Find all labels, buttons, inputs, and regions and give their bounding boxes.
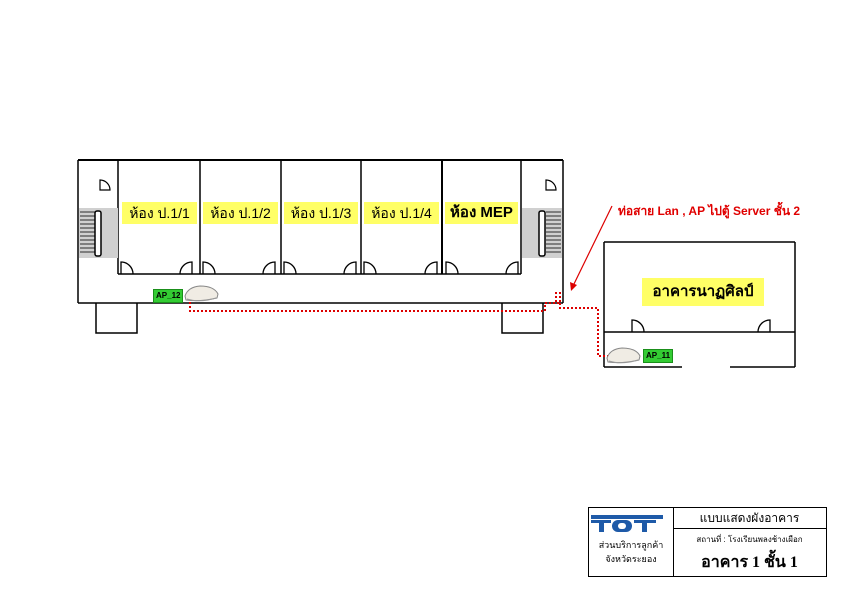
second-building xyxy=(603,241,796,368)
building-label-natasilp: อาคารนาฏศิลป์ xyxy=(642,278,764,306)
stairs-left xyxy=(79,179,118,258)
org-line-2: จังหวัดระยอง xyxy=(605,554,657,564)
title-block-header: แบบแสดงผังอาคาร xyxy=(673,508,826,529)
room-label-p1-3: ห้อง ป.1/3 xyxy=(284,202,358,224)
room-label-p1-4: ห้อง ป.1/4 xyxy=(364,202,439,224)
ap-tag-12: AP_12 xyxy=(153,289,184,303)
room-label-mep: ห้อง MEP xyxy=(445,202,518,224)
annotation-arrow xyxy=(570,205,613,291)
cable-annotation: ท่อสาย Lan , AP ไปตู้ Server ชั้น 2 xyxy=(618,204,801,218)
title-block-org: ส่วนบริการลูกค้า จังหวัดระยอง xyxy=(589,508,674,576)
room-label-p1-1: ห้อง ป.1/1 xyxy=(122,202,197,224)
main-building xyxy=(77,159,564,334)
lan-cable-route xyxy=(189,292,612,357)
stairs-right xyxy=(522,179,562,258)
room-label-p1-2: ห้อง ป.1/2 xyxy=(203,202,278,224)
title-block-floor: อาคาร 1 ชั้น 1 xyxy=(701,554,798,571)
title-block-site: สถานที่ : โรงเรียนพลงช้างเผือก xyxy=(696,535,803,544)
doors-main xyxy=(120,261,519,275)
title-block-info: แบบแสดงผังอาคาร สถานที่ : โรงเรียนพลงช้า… xyxy=(673,508,826,576)
title-block: ส่วนบริการลูกค้า จังหวัดระยอง แบบแสดงผัง… xyxy=(588,507,827,577)
access-point-icon xyxy=(606,347,641,364)
access-point-icon xyxy=(184,285,219,302)
ap-tag-11: AP_11 xyxy=(643,349,674,363)
org-line-1: ส่วนบริการลูกค้า xyxy=(598,540,664,550)
tot-logo xyxy=(591,515,663,532)
